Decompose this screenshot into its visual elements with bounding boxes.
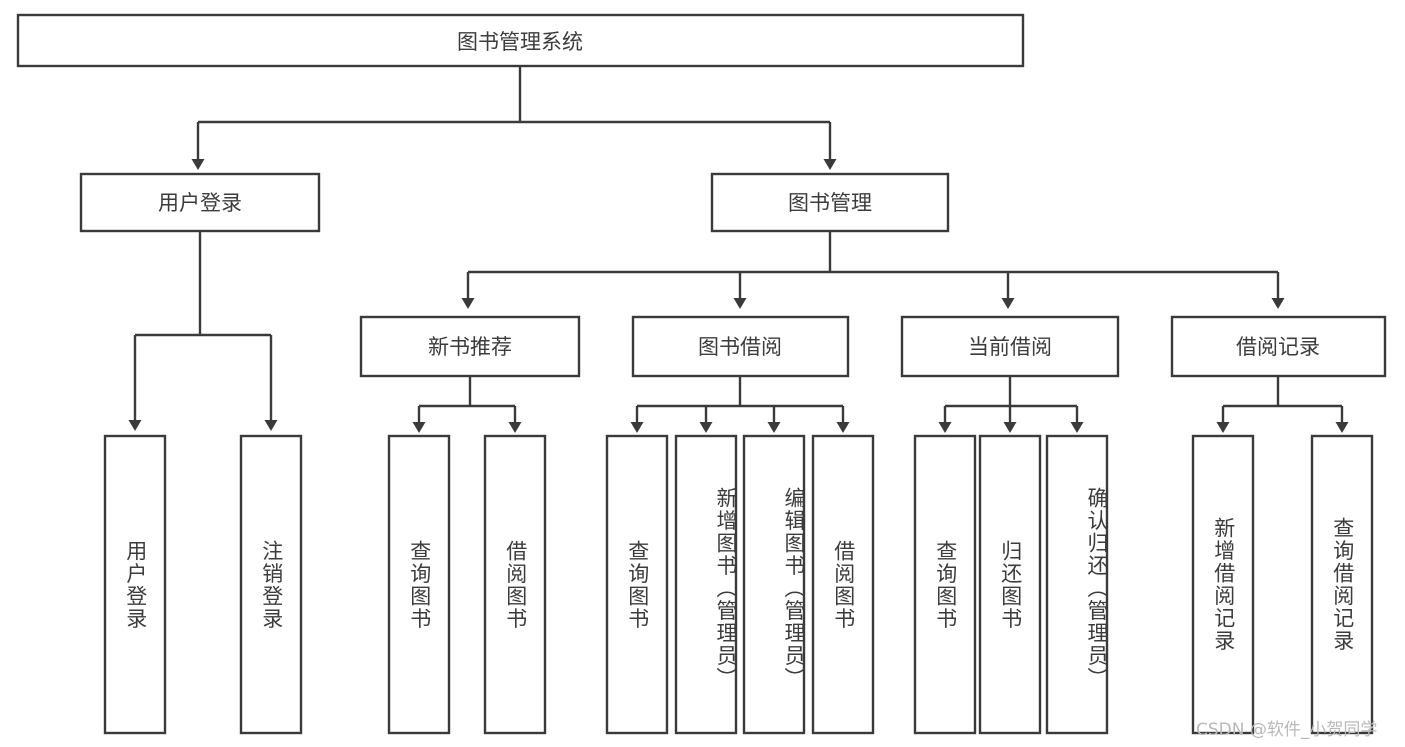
node-book-borrow-label: 图书借阅 <box>698 335 782 359</box>
connector-bookborrow-to-leaves <box>630 376 850 433</box>
leaf-box-newbook-borrow[interactable] <box>483 434 547 735</box>
node-current-borrow-label: 当前借阅 <box>968 335 1052 359</box>
leaf-box-current-confirm[interactable] <box>1045 434 1109 735</box>
connector-bookmgmt-to-level3 <box>461 231 1285 309</box>
leaf-box-current-return[interactable] <box>978 434 1042 735</box>
node-root[interactable]: 图书管理系统 <box>16 13 1025 68</box>
node-current-borrow[interactable]: 当前借阅 <box>900 315 1120 378</box>
connector-userlogin-to-leaves <box>128 231 278 431</box>
leaf-box-borrow-add[interactable] <box>674 434 738 735</box>
leaf-box-borrow-edit[interactable] <box>742 434 806 735</box>
leaf-box-newbook-query[interactable] <box>387 434 451 735</box>
node-new-book-recommend-label: 新书推荐 <box>428 335 512 359</box>
node-user-login-label: 用户登录 <box>158 191 242 215</box>
node-borrow-record-label: 借阅记录 <box>1236 335 1320 359</box>
node-new-book-recommend[interactable]: 新书推荐 <box>359 315 581 378</box>
connector-root-to-level2 <box>191 66 837 170</box>
node-book-management[interactable]: 图书管理 <box>710 172 950 233</box>
leaf-box-record-add[interactable] <box>1191 434 1255 735</box>
connector-currentborrow-to-leaves <box>938 376 1084 433</box>
leaf-box-borrow-lend[interactable] <box>811 434 875 735</box>
leaf-box-record-query[interactable] <box>1310 434 1374 735</box>
node-user-login[interactable]: 用户登录 <box>79 172 321 233</box>
leaf-box-borrow-query[interactable] <box>605 434 669 735</box>
node-book-management-label: 图书管理 <box>788 191 872 215</box>
node-root-label: 图书管理系统 <box>457 30 583 54</box>
leaf-box-current-query[interactable] <box>913 434 977 735</box>
connector-newbook-to-leaves <box>412 376 522 433</box>
node-book-borrow[interactable]: 图书借阅 <box>631 315 850 378</box>
leaf-box-user-logout[interactable] <box>239 434 303 735</box>
node-borrow-record[interactable]: 借阅记录 <box>1170 315 1387 378</box>
csdn-watermark: CSDN @软件_小贺同学 <box>1196 720 1378 740</box>
leaf-box-user-login[interactable] <box>103 434 167 735</box>
connector-borrowrecord-to-leaves <box>1216 376 1349 433</box>
